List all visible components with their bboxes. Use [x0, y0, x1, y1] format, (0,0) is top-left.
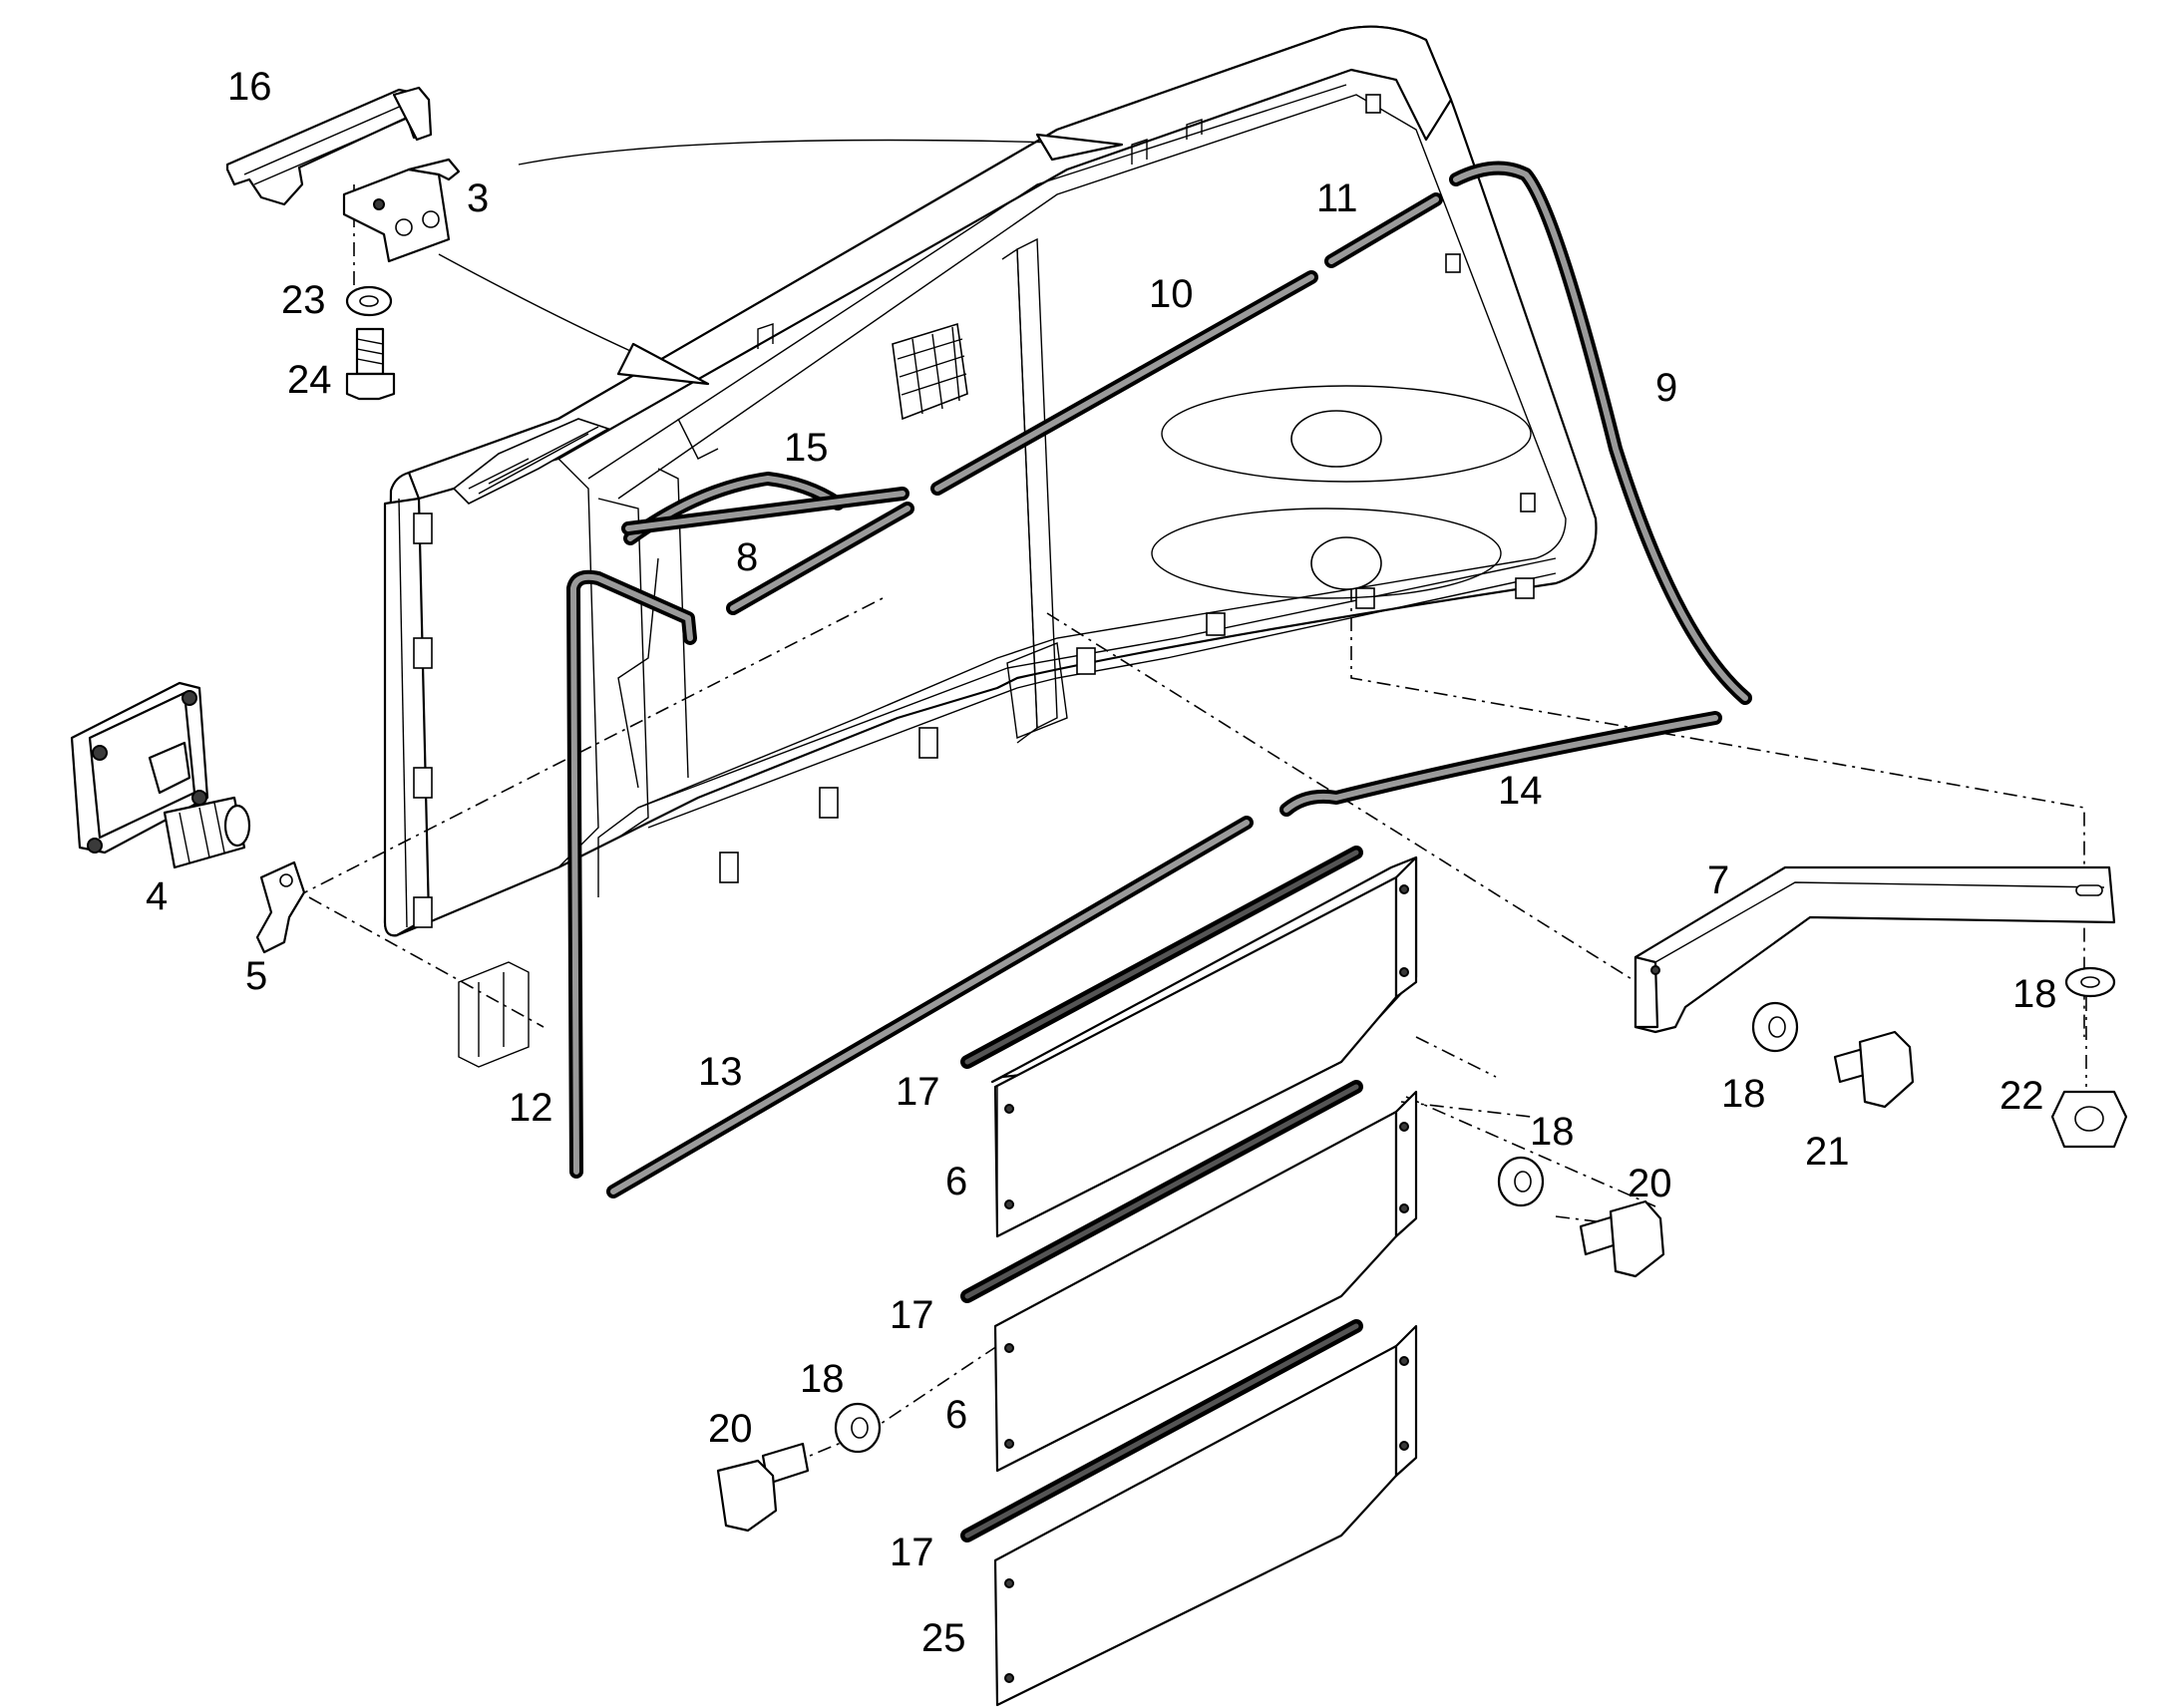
callout-20-right: 20: [1628, 1162, 1672, 1205]
washers-18: [834, 966, 2116, 1454]
leader-arrows: [438, 133, 1124, 386]
callout-11: 11: [1316, 176, 1358, 220]
callout-12: 12: [509, 1086, 553, 1130]
callout-10: 10: [1149, 272, 1194, 316]
side-panels: [990, 855, 1418, 1707]
part-16-grab-handle: [225, 86, 433, 206]
callout-22: 22: [1999, 1074, 2044, 1118]
callout-21: 21: [1805, 1130, 1850, 1174]
callout-17-lower: 17: [890, 1531, 934, 1574]
callout-8: 8: [736, 535, 758, 579]
callout-4: 4: [146, 874, 168, 918]
callout-15: 15: [784, 426, 829, 470]
callout-17-middle: 17: [890, 1293, 934, 1337]
callout-16: 16: [227, 65, 272, 109]
callout-25: 25: [921, 1616, 966, 1660]
callout-6-lower: 6: [945, 1393, 967, 1437]
callout-7: 7: [1707, 858, 1729, 902]
part-23-washer: [345, 285, 393, 317]
callout-18-middle: 18: [1530, 1110, 1575, 1154]
bolts-and-nut: [716, 1030, 2128, 1533]
callout-9: 9: [1655, 366, 1677, 410]
callout-18-arm: 18: [1721, 1072, 1766, 1116]
callout-17-upper: 17: [896, 1070, 940, 1114]
part-7-arm-bracket: [1634, 865, 2116, 1034]
part-3-hinge: [342, 158, 461, 263]
callout-5: 5: [245, 954, 267, 998]
part-5-bracket: [255, 860, 306, 954]
seal-strips: [566, 161, 1752, 1542]
callout-18-upper: 18: [2012, 972, 2057, 1016]
callout-18-lower: 18: [800, 1357, 845, 1401]
callout-labels: 16 3 23 24 11 10 9 15 8 14 4 5 7 18 18 2…: [146, 65, 2057, 1660]
callout-13: 13: [698, 1050, 743, 1094]
callout-6-upper: 6: [945, 1160, 967, 1203]
callout-24: 24: [287, 358, 332, 402]
callout-23: 23: [281, 278, 326, 322]
part-24-bolt: [345, 327, 396, 401]
callout-20-left: 20: [708, 1407, 753, 1451]
callout-14: 14: [1498, 769, 1543, 813]
callout-3: 3: [467, 176, 489, 220]
part-4-work-lamp: [70, 681, 251, 869]
